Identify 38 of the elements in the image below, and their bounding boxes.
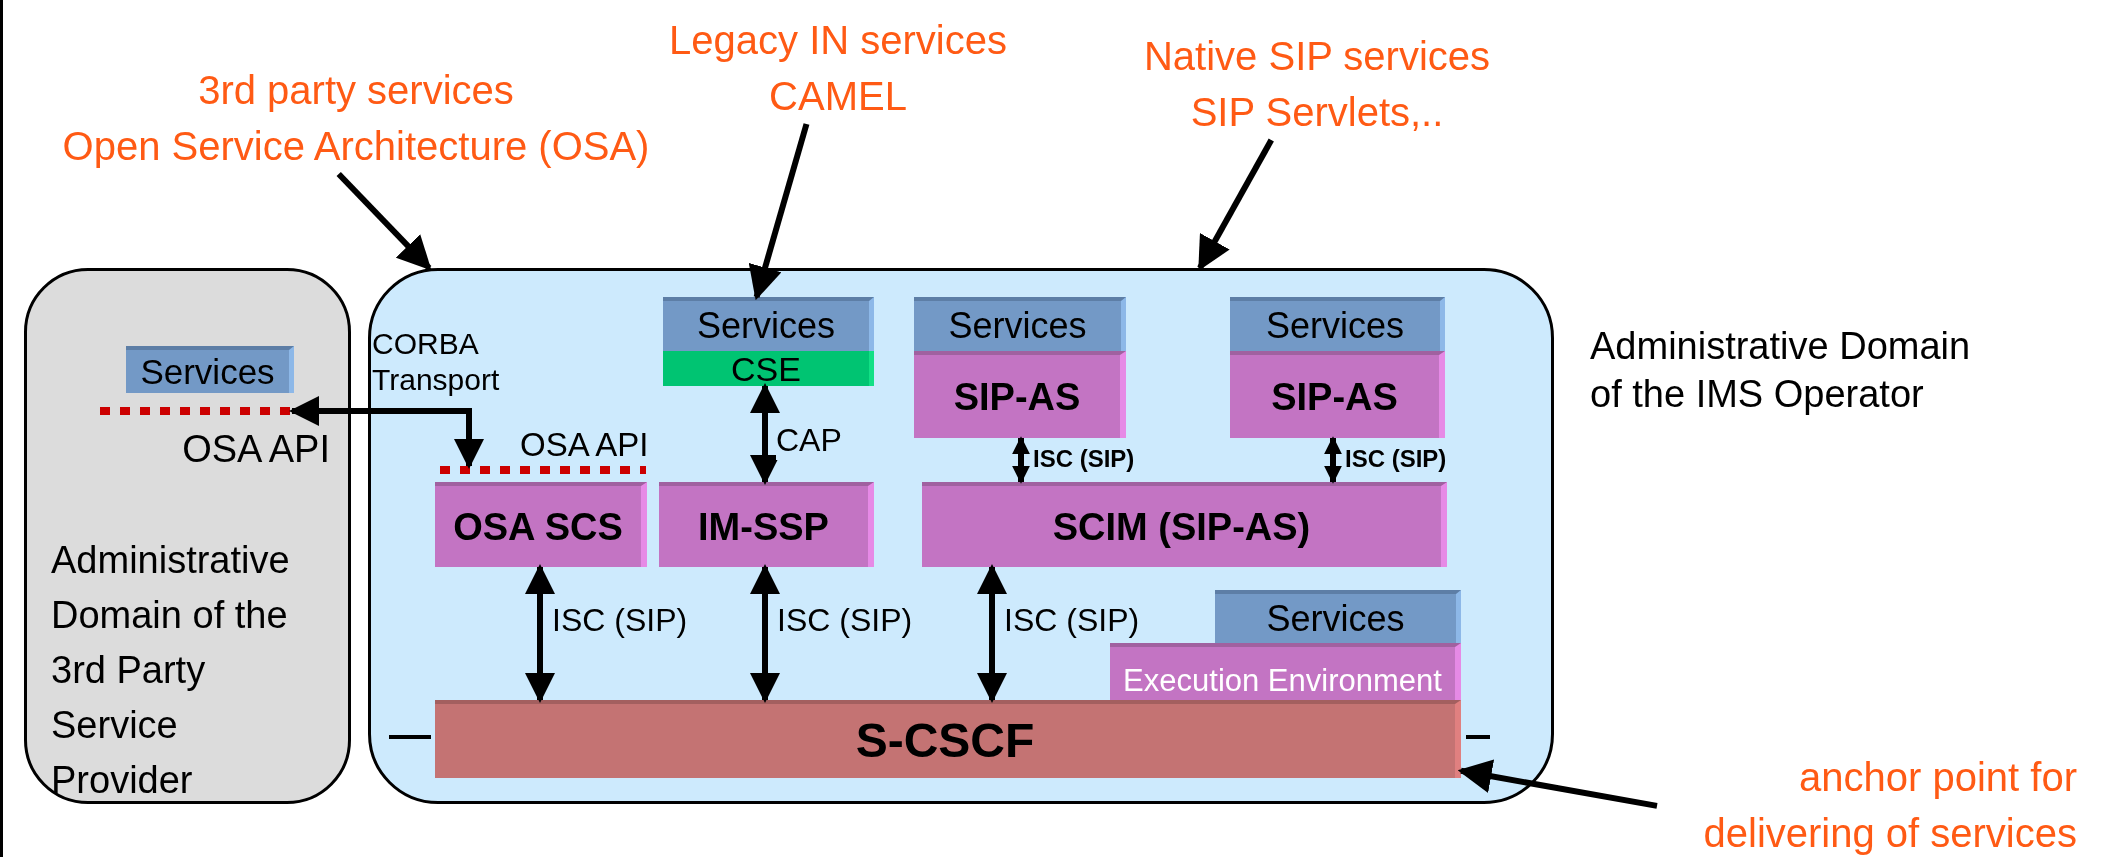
component-box: Execution Environment (1110, 643, 1461, 700)
service-layer-box: Services (914, 297, 1126, 351)
service-layer-box: Services (126, 346, 294, 393)
callout-text: Open Service Architecture (OSA) (61, 123, 651, 170)
callout-text: 3rd party services (197, 67, 515, 114)
text-label: OSA API (520, 426, 650, 464)
service-layer-box: Services (1230, 297, 1445, 351)
domain-panel (368, 268, 1554, 804)
arrow (336, 171, 432, 271)
text-label: OSA API (181, 428, 330, 470)
arrow (750, 564, 780, 703)
component-box: OSA SCS (435, 482, 647, 567)
arrow (1012, 436, 1030, 484)
arrow (977, 564, 1007, 703)
arrow (748, 123, 810, 301)
service-layer-box: Services (1215, 590, 1461, 643)
domain-label: Administrative Domain of the 3rd Party Service Provider (51, 538, 291, 803)
domain-panel (24, 268, 351, 804)
arrow (1197, 138, 1274, 271)
arrow (1457, 759, 1658, 809)
text-label: CORBA Transport (372, 326, 501, 398)
callout-text: Native SIP services (1142, 33, 1492, 80)
component-box: SCIM (SIP-AS) (922, 482, 1447, 567)
arrow (289, 396, 484, 469)
arrow (525, 564, 555, 703)
callout-text: Legacy IN services (668, 17, 1008, 64)
callout-text: anchor point for delivering of services (1702, 754, 2077, 857)
component-box: SIP-AS (914, 351, 1126, 438)
callout-text: SIP Servlets,.. (1189, 89, 1445, 136)
environment-box: CSE (663, 351, 874, 386)
arrow (1324, 436, 1342, 484)
service-layer-box: Services (663, 297, 874, 351)
cscf-bar: S-CSCF (435, 700, 1461, 778)
arrow (750, 383, 780, 485)
component-box: SIP-AS (1230, 351, 1445, 438)
domain-label: Administrative Domain of the IMS Operator (1590, 324, 1972, 417)
callout-text: CAMEL (768, 73, 908, 120)
component-box: IM-SSP (659, 482, 874, 567)
